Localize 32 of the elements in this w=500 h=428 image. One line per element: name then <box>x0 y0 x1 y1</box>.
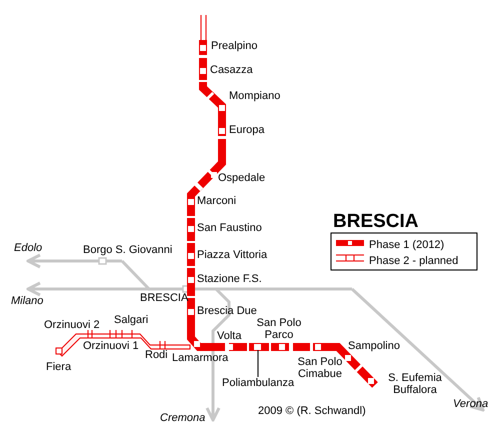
station-label: San Faustino <box>197 222 262 234</box>
station-label: S. Eufemia Buffalora <box>387 372 443 396</box>
station-label: Mompiano <box>229 90 280 102</box>
station-label: Volta <box>217 330 242 342</box>
station-label: Salgari <box>114 314 148 326</box>
station-label: Fiera <box>46 361 72 373</box>
station-label: Lamarmora <box>172 352 228 364</box>
station-label: Orzinuovi 1 <box>83 340 139 352</box>
station-label: Europa <box>229 124 264 136</box>
direction-label: Verona <box>453 398 488 410</box>
station-label: Orzinuovi 2 <box>44 319 100 331</box>
station-label: San Polo Parco <box>256 317 302 341</box>
credit-note: 2009 © (R. Schwandl) <box>258 405 366 417</box>
station-label: San Polo Cimabue <box>296 356 344 380</box>
direction-label: Cremona <box>160 412 206 424</box>
station-label: Borgo S. Giovanni <box>83 244 172 256</box>
direction-label: Edolo <box>14 242 42 254</box>
station-label: Brescia Due <box>197 305 257 317</box>
station-label: Piazza Vittoria <box>197 249 268 261</box>
station-label: Poliambulanza <box>222 377 294 389</box>
station-label: Rodi <box>145 349 168 361</box>
map-title: BRESCIA <box>333 212 419 232</box>
station-label: Marconi <box>197 195 236 207</box>
station-label: Prealpino <box>211 40 258 52</box>
legend-label: Phase 2 - planned <box>369 255 458 267</box>
station-label: Ospedale <box>218 172 266 184</box>
station-label: Stazione F.S. <box>197 273 262 285</box>
station-label: BRESCIA <box>140 292 188 304</box>
station-label: Sampolino <box>348 340 400 352</box>
legend-label: Phase 1 (2012) <box>369 239 444 251</box>
direction-label: Milano <box>11 295 44 307</box>
station-label: Casazza <box>210 64 253 76</box>
